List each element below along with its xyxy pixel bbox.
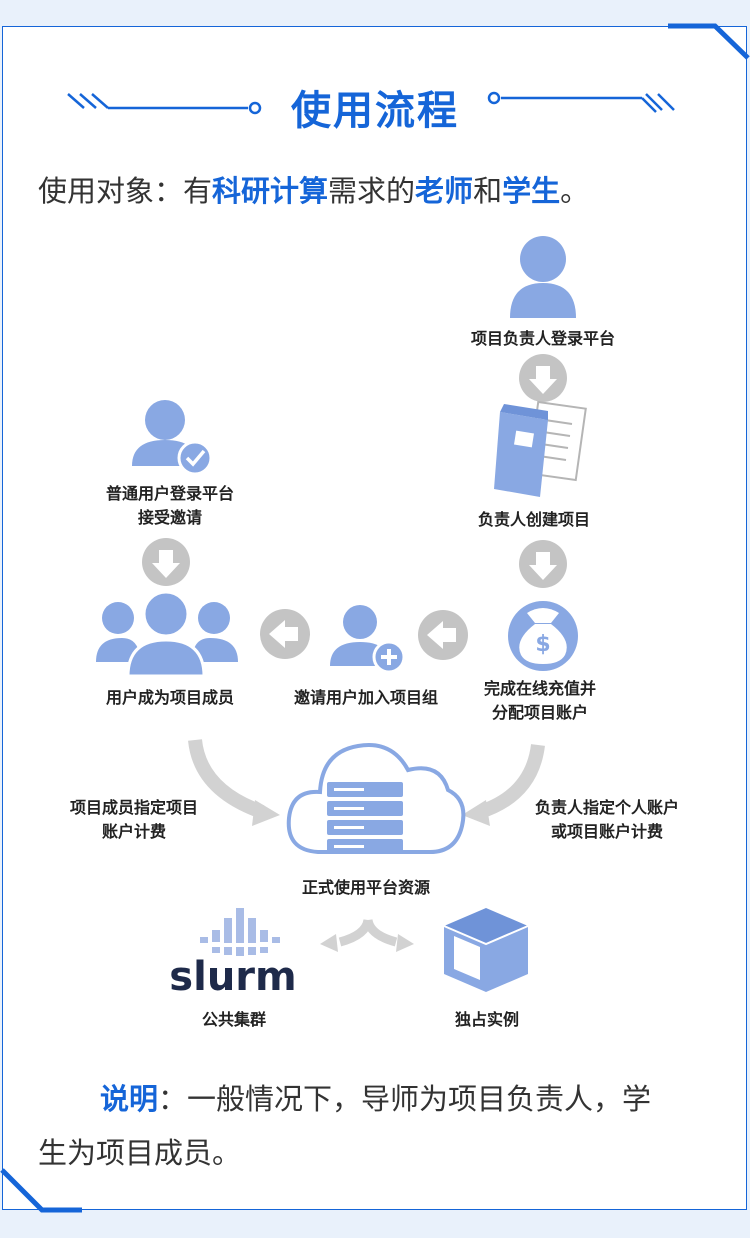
exclusive-instance-label: 独占实例	[454, 1010, 520, 1029]
user-group-icon	[96, 590, 238, 678]
recharge-label: 完成在线充值并分配项目账户	[483, 679, 597, 722]
note-text: 说明：一般情况下，导师为项目负责人，学 生为项目成员。	[38, 1082, 652, 1170]
cloud-server-icon	[286, 743, 466, 854]
use-resources-label: 正式使用平台资源	[301, 878, 431, 897]
documents-icon	[494, 400, 587, 497]
page-title: 使用流程	[291, 88, 459, 134]
money-symbol: $	[535, 632, 550, 657]
split-arrow-icon	[338, 918, 398, 947]
title-ornament-right	[487, 91, 675, 113]
slurm-logo-icon	[200, 908, 280, 956]
public-cluster-label: 公共集群	[201, 1010, 267, 1029]
member-billing-label: 项目成员指定项目账户计费	[69, 798, 199, 841]
user-login-label: 普通用户登录平台接受邀请	[105, 484, 235, 527]
invite-users-label: 邀请用户加入项目组	[293, 688, 439, 707]
become-member-label: 用户成为项目成员	[105, 688, 235, 707]
create-project-label: 负责人创建项目	[477, 510, 591, 529]
slurm-logo-text: slurm	[169, 954, 296, 1000]
left-arrow-icon	[260, 609, 310, 659]
leader-billing-label: 负责人指定个人账户或项目账户计费	[534, 798, 680, 841]
cube-icon	[443, 908, 529, 992]
down-arrow-icon	[142, 538, 190, 586]
leader-login-label: 项目负责人登录平台	[470, 329, 616, 348]
title-ornament-left	[67, 93, 262, 115]
add-user-icon	[330, 605, 406, 674]
intro-text: 使用对象：有科研计算需求的老师和学生。	[38, 174, 590, 208]
leader-person-icon	[510, 236, 576, 318]
curve-arrow-icon	[462, 743, 545, 826]
curve-arrow-icon	[188, 739, 280, 826]
user-check-icon	[132, 400, 213, 476]
money-bag-icon	[508, 601, 578, 671]
left-arrow-icon	[418, 610, 468, 660]
down-arrow-icon	[519, 540, 567, 588]
down-arrow-icon	[519, 354, 567, 402]
note-label: 说明	[100, 1082, 159, 1116]
